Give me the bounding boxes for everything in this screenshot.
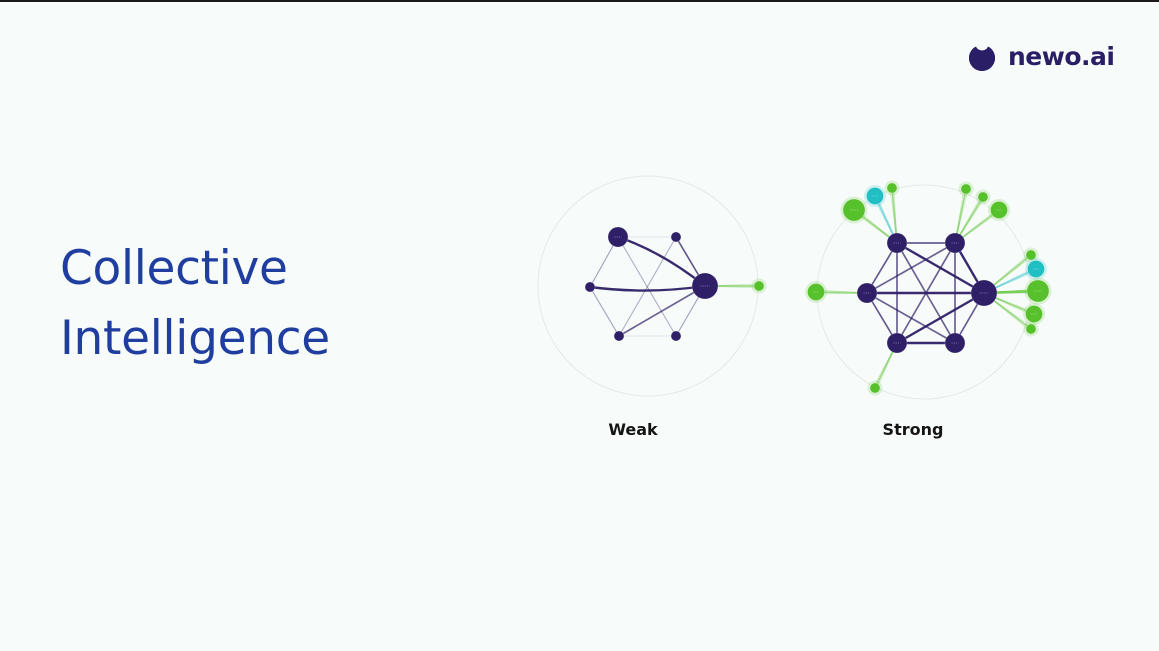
node-g5 [977, 191, 989, 203]
newo-logo: newo.ai [965, 38, 1115, 74]
weak-network-label: Weak [608, 420, 658, 439]
strong-network-label: Strong [882, 420, 944, 439]
node-w5 [670, 330, 682, 342]
link-s3-s5 [866, 292, 956, 344]
node-g4 [960, 183, 972, 195]
node-g10 [1026, 279, 1050, 303]
node-w1 [607, 226, 629, 248]
node-g8 [1025, 249, 1037, 261]
node-g2 [866, 187, 884, 205]
node-s2 [944, 232, 966, 254]
node-s3 [856, 282, 878, 304]
node-w2 [670, 231, 682, 243]
link-w4-w0 [618, 285, 706, 337]
link-w3-w4 [589, 286, 620, 337]
node-s5 [944, 332, 966, 354]
strong-network [805, 180, 1052, 400]
link-w1-w5 [617, 236, 677, 337]
link-s2-s3 [866, 242, 956, 294]
node-w0 [691, 272, 719, 300]
node-g7 [807, 283, 825, 301]
node-w4 [613, 330, 625, 342]
node-g9 [1027, 260, 1045, 278]
slide-title: Collective Intelligence [60, 234, 330, 374]
node-g12 [1025, 323, 1037, 335]
node-g1 [842, 198, 866, 222]
title-line-2: Intelligence [60, 311, 330, 366]
node-s1 [886, 232, 908, 254]
node-g3 [886, 182, 898, 194]
node-w3 [584, 281, 596, 293]
title-line-1: Collective [60, 241, 288, 296]
newo-logo-icon [969, 40, 995, 71]
node-g11 [1025, 305, 1043, 323]
logo-wordmark: newo.ai [1008, 41, 1115, 71]
link-s2-s4 [896, 242, 956, 344]
node-s0 [970, 279, 998, 307]
node-w6 [753, 280, 765, 292]
node-g13 [869, 382, 881, 394]
weak-network [537, 175, 767, 397]
node-s4 [886, 332, 908, 354]
link-w2-w4 [618, 236, 677, 337]
node-g6 [990, 201, 1008, 219]
